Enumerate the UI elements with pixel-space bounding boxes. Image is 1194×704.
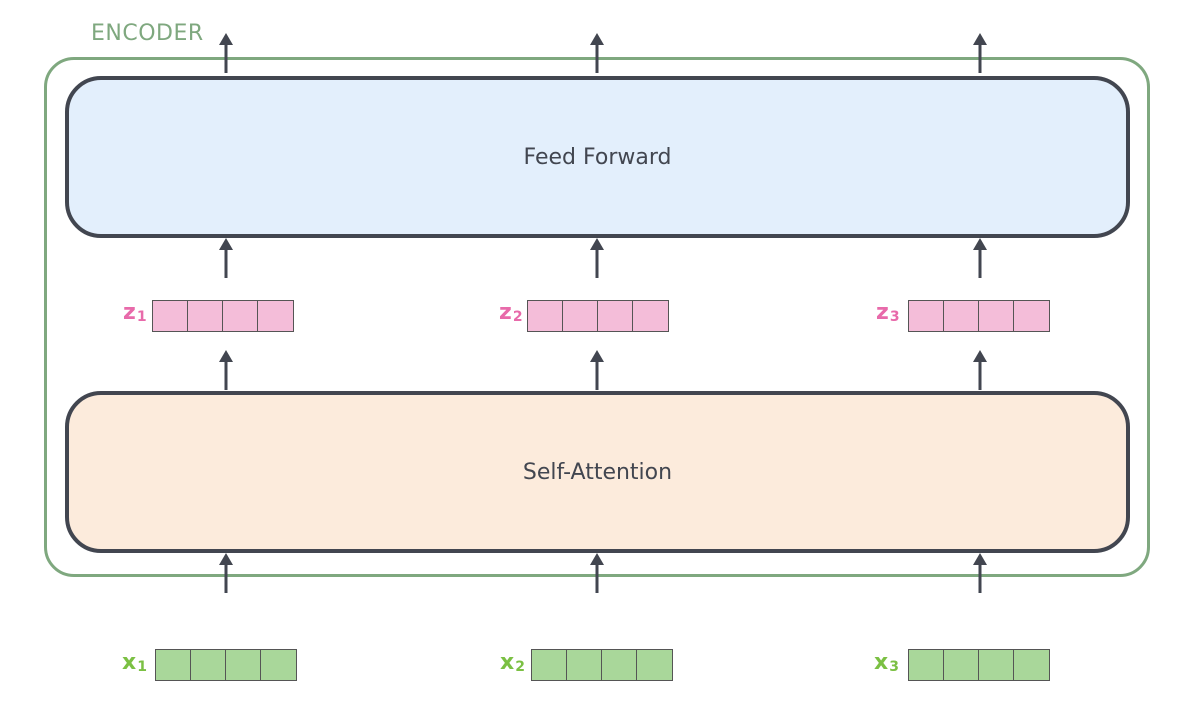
z2-label: z2 (499, 300, 523, 325)
encoder-title: ENCODER (91, 21, 204, 46)
arrow-up-icon (590, 350, 604, 390)
feed-forward-label: Feed Forward (523, 144, 672, 170)
x2-label: x2 (500, 650, 525, 675)
arrow-up-icon (590, 553, 604, 593)
x2-vector (531, 649, 673, 681)
z2-vector (527, 300, 669, 332)
arrow-up-icon (219, 350, 233, 390)
self-attention-layer: Self-Attention (65, 391, 1130, 553)
x1-vector (155, 649, 297, 681)
z1-label: z1 (123, 300, 147, 325)
arrow-up-icon (219, 33, 233, 73)
z1-vector (152, 300, 294, 332)
z3-vector (908, 300, 1050, 332)
arrow-up-icon (973, 553, 987, 593)
self-attention-label: Self-Attention (522, 459, 673, 485)
x3-vector (908, 649, 1050, 681)
arrow-up-icon (590, 33, 604, 73)
arrow-up-icon (219, 238, 233, 278)
feed-forward-layer: Feed Forward (65, 76, 1130, 238)
arrow-up-icon (590, 238, 604, 278)
x3-label: x3 (874, 650, 899, 675)
x1-label: x1 (122, 650, 147, 675)
arrow-up-icon (973, 238, 987, 278)
arrow-up-icon (973, 350, 987, 390)
z3-label: z3 (876, 300, 900, 325)
arrow-up-icon (219, 553, 233, 593)
arrow-up-icon (973, 33, 987, 73)
